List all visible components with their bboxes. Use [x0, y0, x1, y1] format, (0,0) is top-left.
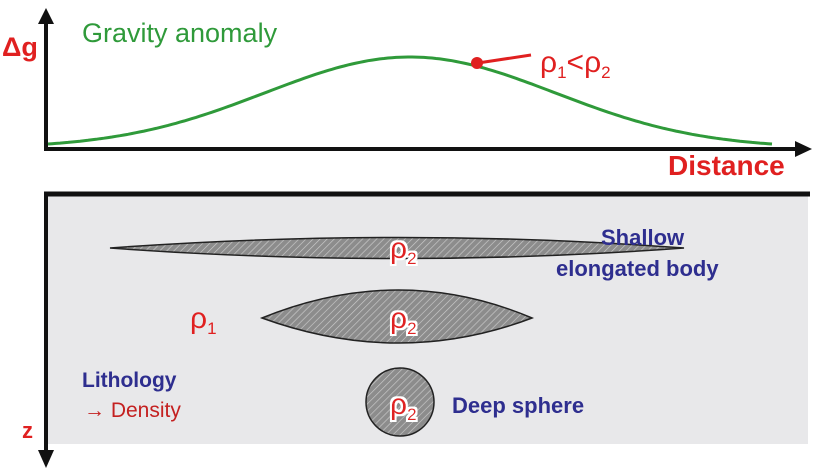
- depth-axis-label: z: [22, 418, 33, 443]
- annotation-leader: [477, 53, 532, 65]
- depth-arrowhead: [38, 450, 54, 468]
- host-rock-density: ρ1: [190, 302, 217, 338]
- lens-body-density: ρ2: [390, 302, 417, 338]
- gravity-anomaly-curve: [47, 55, 773, 146]
- density-inequality-label: ρ1<ρ2: [540, 46, 611, 82]
- density-label: → Density: [84, 399, 181, 422]
- y-axis-label: Δg: [2, 32, 38, 62]
- lithology-label: Lithology: [82, 369, 177, 392]
- shallow-elongated-body: [109, 236, 685, 260]
- sphere-body-density: ρ2: [390, 388, 417, 424]
- subsurface-section: z ρ2 ρ2 ρ2 ρ1 Shallow elongated body Dee…: [22, 191, 810, 468]
- shallow-body-label-line2: elongated body: [556, 256, 719, 281]
- x-axis-label: Distance: [668, 150, 785, 181]
- deep-sphere-body: [365, 367, 435, 437]
- annotation-point: [471, 57, 483, 69]
- lens-body: [259, 289, 535, 344]
- curve-label: Gravity anomaly: [82, 18, 278, 48]
- deep-sphere-label: Deep sphere: [452, 393, 584, 418]
- graph-x-arrowhead: [795, 141, 812, 157]
- shallow-body-density: ρ2: [390, 232, 417, 268]
- anomaly-graph: Δg Gravity anomaly Distance ρ1<ρ2: [2, 8, 812, 181]
- shallow-body-label-line1: Shallow: [601, 225, 685, 250]
- graph-y-arrowhead: [38, 8, 54, 24]
